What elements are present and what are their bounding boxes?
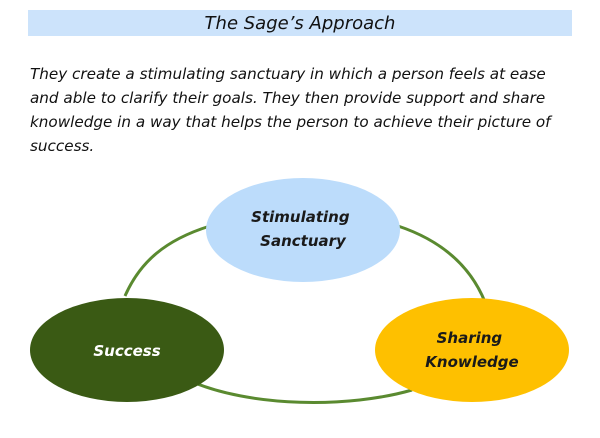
node-sharing-knowledge-line-1: Sharing — [437, 329, 503, 347]
node-stimulating-sanctuary-line-1: Stimulating — [251, 208, 350, 226]
node-success-shape — [30, 298, 224, 402]
connector-success-to-knowledge — [187, 378, 413, 404]
node-stimulating-sanctuary: Stimulating Sanctuary — [206, 178, 400, 282]
connector-sanctuary-to-knowledge — [397, 224, 487, 303]
node-stimulating-sanctuary-shape — [206, 178, 400, 282]
node-sharing-knowledge-label: Sharing Knowledge — [425, 329, 518, 371]
node-sharing-knowledge-shape — [375, 298, 569, 402]
node-success-line-1: Success — [93, 342, 160, 360]
node-sharing-knowledge-line-2: Knowledge — [425, 353, 518, 371]
connector-success-to-sanctuary — [123, 224, 211, 297]
page-title: The Sage’s Approach — [204, 12, 396, 34]
title-bar: The Sage’s Approach — [28, 10, 572, 36]
node-success: Success — [30, 298, 224, 402]
node-sharing-knowledge: Sharing Knowledge — [375, 298, 569, 402]
node-stimulating-sanctuary-line-2: Sanctuary — [260, 232, 347, 250]
node-success-label: Success — [93, 342, 160, 360]
node-stimulating-sanctuary-label: Stimulating Sanctuary — [251, 208, 355, 250]
description-text: They create a stimulating sanctuary in w… — [30, 65, 551, 155]
